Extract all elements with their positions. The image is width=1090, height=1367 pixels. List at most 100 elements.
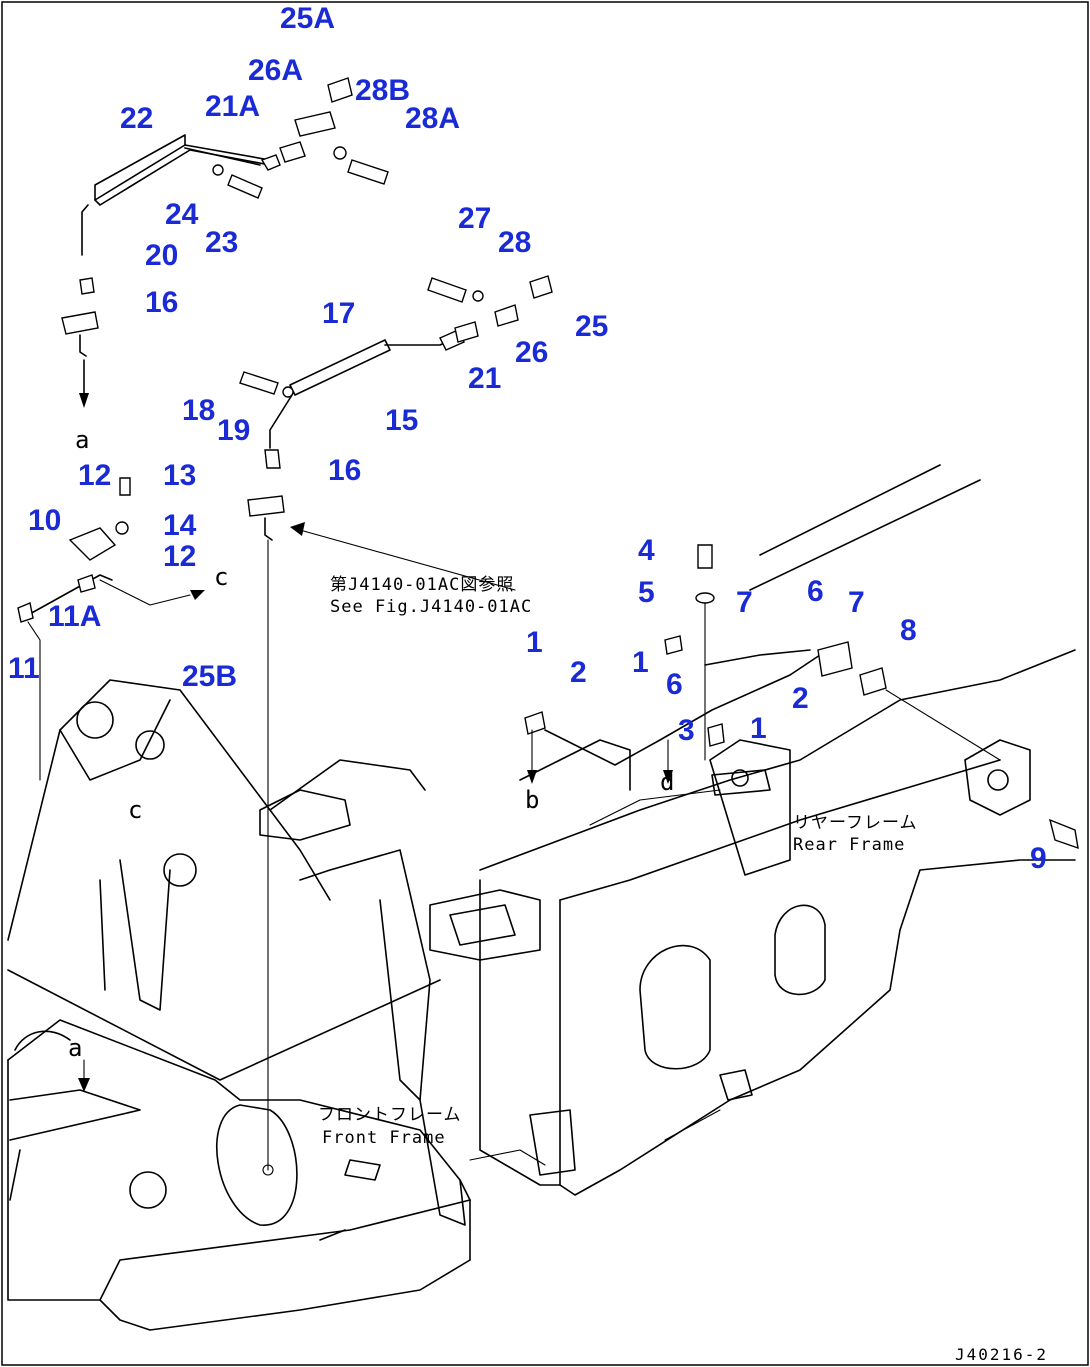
label-rear-frame-en: Rear Frame (793, 835, 905, 855)
callout-12-upper: 12 (78, 459, 111, 492)
cover-plate-17 (289, 339, 391, 396)
clamp-1-bottom (707, 723, 725, 747)
left-bracket-group (17, 477, 205, 781)
cover-plate-22 (94, 144, 271, 206)
arrow-a (79, 393, 89, 408)
callout-12-lower: 12 (163, 540, 196, 573)
label-rear-frame-jp: リヤーフレーム (793, 813, 917, 833)
clamp-11 (17, 602, 34, 623)
see-fig-leader (290, 522, 516, 591)
bolt-27 (427, 277, 467, 303)
sensor-25 (529, 275, 553, 299)
callout-14: 14 (163, 509, 197, 542)
label-front-frame-jp: フロントフレーム (318, 1105, 462, 1125)
callout-21: 21 (468, 362, 501, 395)
washer-28B (333, 146, 347, 160)
callout-2-right: 2 (792, 682, 809, 715)
callout-labels: 25A 26A 28B 21A 28A 22 24 23 20 16 27 28… (8, 2, 1047, 875)
callout-8: 8 (900, 614, 917, 647)
ref-c-bottom: c (128, 796, 142, 824)
callout-28B: 28B (355, 74, 410, 107)
callout-26A: 26A (248, 54, 303, 87)
callout-15: 15 (385, 404, 418, 437)
right-harness-group (524, 544, 1079, 850)
callout-25: 25 (575, 310, 608, 343)
callout-17: 17 (322, 297, 355, 330)
reference-letters: a c b d a c (68, 426, 674, 1062)
front-frame (7, 679, 471, 1331)
notes: 第J4140-01AC図参照 See Fig.J4140-01AC リヤーフレー… (318, 575, 1048, 1364)
sensor-25A (327, 77, 353, 103)
connector-26 (494, 304, 519, 327)
washer-28 (472, 290, 484, 302)
washer-14 (115, 521, 129, 535)
fitting-16-lower (264, 449, 281, 469)
callout-27: 27 (458, 202, 491, 235)
bolt-28A (347, 159, 389, 185)
ref-b-top: b (525, 786, 539, 814)
bracket-7 (817, 641, 853, 677)
callout-28: 28 (498, 226, 531, 259)
callout-23: 23 (205, 226, 238, 259)
connector-21 (454, 321, 479, 343)
callout-5: 5 (638, 576, 655, 609)
callout-19: 19 (217, 414, 250, 447)
callout-11: 11 (8, 652, 40, 685)
drawing-number: J40216-2 (955, 1345, 1048, 1364)
callout-18: 18 (182, 394, 215, 427)
ref-a-top: a (75, 426, 89, 454)
callout-2-left: 2 (570, 656, 587, 689)
label-front-frame-en: Front Frame (322, 1128, 446, 1148)
top-harness-assembly (61, 77, 389, 408)
callout-20: 20 (145, 239, 178, 272)
middle-harness-assembly (239, 275, 553, 1171)
callout-1-top: 1 (526, 626, 543, 659)
callout-3: 3 (678, 714, 695, 747)
bolt-18 (239, 371, 279, 395)
bolt-13 (119, 477, 131, 496)
callout-21A: 21A (205, 90, 260, 123)
callout-6-left: 6 (666, 668, 683, 701)
bracket-upper (61, 311, 99, 335)
clamp-11A (77, 574, 96, 593)
callout-16-upper: 16 (145, 286, 178, 319)
bolt-23 (227, 174, 263, 199)
callout-25B: 25B (182, 660, 237, 693)
note-see-fig-jp: 第J4140-01AC図参照 (330, 575, 514, 595)
callout-1-bottom: 1 (750, 712, 767, 745)
callout-25A: 25A (280, 2, 335, 35)
washer-19 (282, 386, 294, 398)
washer-5 (695, 592, 715, 604)
sensor-9 (1048, 818, 1079, 850)
callout-9: 9 (1030, 842, 1047, 875)
clamp-1-left (524, 711, 546, 735)
washer-24 (212, 164, 224, 176)
bracket-lower (247, 495, 285, 517)
ref-c-right: c (214, 563, 228, 591)
fitting-16-upper (79, 277, 95, 295)
ref-a-bottom: a (68, 1034, 82, 1062)
connector-26A (294, 111, 336, 137)
callout-16-lower: 16 (328, 454, 361, 487)
note-see-fig-en: See Fig.J4140-01AC (330, 597, 532, 617)
connector-21A (279, 141, 306, 163)
callout-22: 22 (120, 102, 153, 135)
callout-6-right: 6 (807, 575, 824, 608)
clamp-1-top (664, 635, 683, 655)
callout-24: 24 (165, 198, 199, 231)
callout-7-left: 7 (736, 586, 753, 619)
bracket-12 (68, 527, 117, 561)
rear-frame (429, 464, 1076, 1196)
callout-11A: 11A (48, 600, 101, 633)
callout-7-right: 7 (848, 586, 865, 619)
connector-8 (859, 667, 887, 696)
bolt-4 (697, 544, 713, 569)
callout-28A: 28A (405, 102, 460, 135)
callout-4: 4 (638, 534, 655, 567)
callout-1-mid: 1 (632, 646, 649, 679)
callout-13: 13 (163, 459, 196, 492)
ref-d-top: d (660, 768, 674, 796)
callout-26: 26 (515, 336, 548, 369)
